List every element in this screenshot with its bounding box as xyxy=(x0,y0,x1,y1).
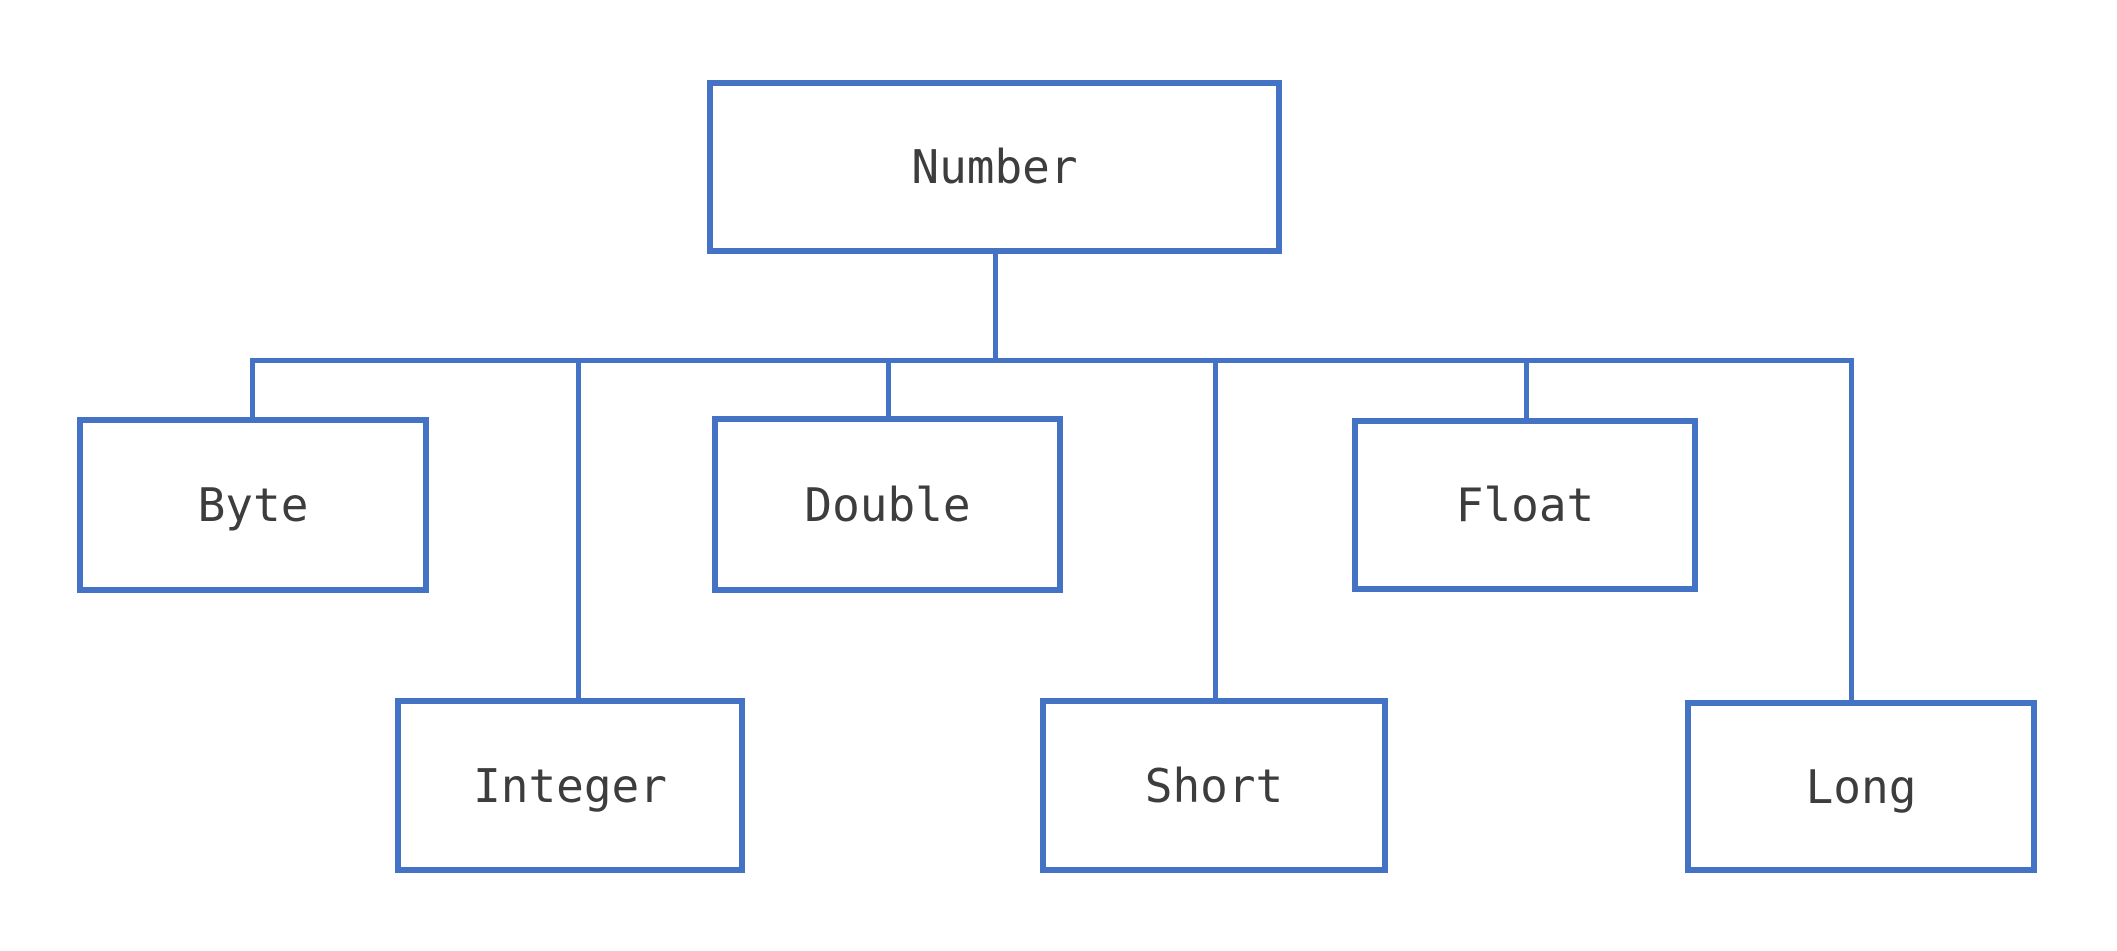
node-byte-label: Byte xyxy=(197,478,309,532)
node-number: Number xyxy=(707,80,1282,254)
connector-trunk-to-integer xyxy=(576,358,581,701)
node-long-label: Long xyxy=(1805,759,1917,814)
node-float-label: Float xyxy=(1455,478,1595,532)
node-long: Long xyxy=(1685,700,2037,873)
connector-trunk-to-long xyxy=(1849,358,1854,703)
node-integer: Integer xyxy=(395,698,745,873)
connector-trunk xyxy=(250,358,1854,363)
connector-trunk-to-short xyxy=(1213,358,1218,701)
node-float: Float xyxy=(1352,418,1698,592)
connector-root-to-trunk xyxy=(993,254,998,363)
node-short-label: Short xyxy=(1144,758,1284,813)
node-double: Double xyxy=(712,416,1063,593)
connector-trunk-to-byte xyxy=(250,358,255,420)
node-short: Short xyxy=(1040,698,1388,873)
connector-trunk-to-float xyxy=(1524,358,1529,421)
node-number-label: Number xyxy=(911,140,1078,194)
node-byte: Byte xyxy=(77,417,429,593)
node-integer-label: Integer xyxy=(473,758,667,813)
node-double-label: Double xyxy=(804,477,971,532)
connector-trunk-to-double xyxy=(886,358,891,419)
